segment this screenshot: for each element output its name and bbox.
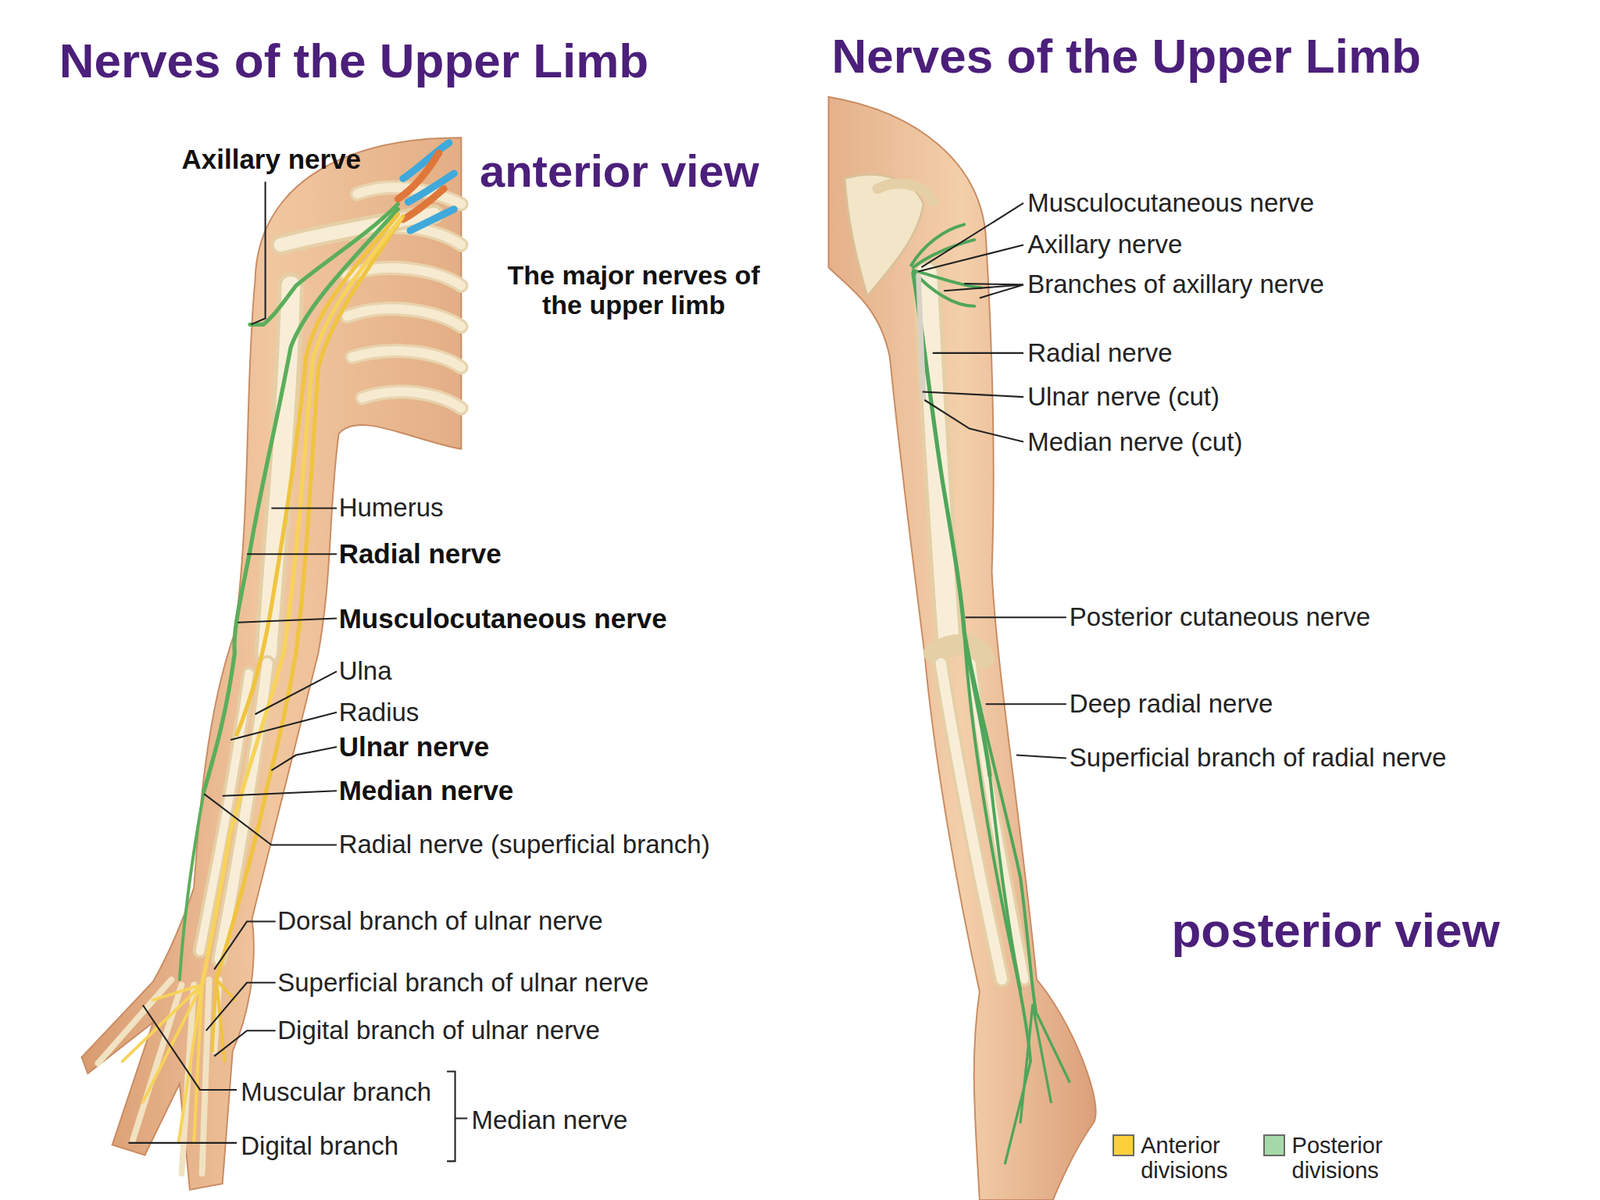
nerve-label: Superficial branch of radial nerve (1069, 743, 1447, 773)
anterior-nerves-part (216, 216, 404, 980)
posterior-nerves-part (918, 275, 925, 399)
page-title: Nerves of the Upper Limb (59, 34, 649, 89)
anterior-nerves-part (179, 790, 204, 980)
nerve-label: Digital branch of ulnar nerve (277, 1016, 600, 1046)
nerve-label: Ulnar nerve (339, 731, 490, 762)
bone-label: Ulna (339, 657, 393, 686)
anterior-bones-part-part (346, 308, 461, 327)
anterior-leader-lines-part (246, 553, 337, 555)
plexus-roots (397, 142, 454, 231)
view-title: Nerves of the Upper Limb (831, 28, 1421, 83)
nerve-label: Radial nerve (superficial branch) (339, 830, 711, 860)
nerve-label: Digital branch (240, 1131, 399, 1161)
legend-swatch (1112, 1134, 1135, 1157)
posterior-bones (844, 175, 1025, 980)
posterior-leader-lines-part (985, 703, 1067, 705)
nerve-label: Posterior cutaneous nerve (1069, 603, 1371, 633)
nerve-label: Axillary nerve (181, 143, 361, 175)
posterior-bones-part (844, 175, 924, 297)
anterior-leader-lines-part (271, 746, 337, 771)
anterior-leader-lines-part (222, 790, 337, 797)
anterior-bones-part-part (352, 350, 462, 368)
nerve-label: Superficial branch of ulnar nerve (277, 967, 649, 997)
nerve-label: Ulnar nerve (cut) (1027, 382, 1220, 412)
posterior-nerves-part (913, 270, 983, 288)
nerve-label: Deep radial nerve (1069, 689, 1274, 719)
bracket-label: Median nerve (471, 1106, 628, 1136)
posterior-nerves-part (989, 775, 1021, 990)
bone-label: Humerus (339, 493, 444, 523)
nerve-label: Branches of axillary nerve (1027, 270, 1325, 300)
caption-note: The major nerves of the upper limb (485, 260, 783, 320)
nerve-label: Dorsal branch of ulnar nerve (277, 907, 603, 936)
posterior-arm-skin (828, 96, 1097, 1200)
posterior-leader-lines-part (1016, 755, 1067, 759)
anterior-bones-part-part (202, 979, 210, 1174)
anterior-leader-lines-part (206, 982, 276, 1031)
anterior-nerves-part (202, 218, 402, 986)
legend-text: Anterior divisions (1140, 1132, 1255, 1184)
bone-label: Radius (339, 697, 420, 727)
nerve-label: Axillary nerve (1027, 230, 1183, 260)
anterior-leader-lines-part (128, 1142, 237, 1144)
anterior-leader-lines-part (230, 712, 337, 740)
nerve-label: Median nerve (cut) (1027, 427, 1243, 457)
nerve-label: Radial nerve (339, 539, 502, 570)
anterior-bones-part-part (362, 391, 462, 408)
anterior-bones-part (97, 979, 219, 1174)
posterior-leader-lines-part (924, 400, 1024, 443)
anterior-leader-lines-part (142, 1005, 237, 1090)
anterior-bones-part-part (132, 984, 183, 1141)
nerve-label: Musculocutaneous nerve (339, 603, 668, 634)
anterior-nerves-part (122, 984, 203, 1143)
posterior-leader-lines-part (922, 392, 1024, 398)
posterior-leader-lines-part (932, 352, 1024, 354)
plexus-roots-part (403, 189, 444, 220)
nerve-label: Musculocutaneous nerve (1027, 188, 1315, 218)
plexus-roots-part (397, 153, 439, 200)
posterior-bones-part (877, 183, 934, 203)
view-subtitle: anterior view (479, 146, 760, 197)
posterior-leader-lines-part (943, 283, 1024, 298)
posterior-leader-lines-part (918, 244, 1025, 272)
anterior-leader-lines-part (214, 1030, 275, 1057)
anterior-nerves-part (250, 203, 398, 325)
nerve-label: Radial nerve (1027, 338, 1172, 368)
posterior-arm-skin-part (828, 96, 1097, 1200)
anterior-leader-lines-part (271, 507, 337, 509)
anterior-leader-lines-part (203, 793, 337, 845)
posterior-nerves-part (964, 632, 1031, 1062)
anterior-nerves-part (236, 214, 398, 735)
nerve-label: Median nerve (339, 775, 515, 807)
anterior-leader-lines-part (255, 671, 337, 715)
posterior-nerves-part (964, 632, 1036, 1011)
view-title: posterior view (1171, 903, 1500, 958)
anterior-leader-lines-part (446, 1071, 468, 1161)
anterior-bones-part-part (346, 308, 461, 327)
legend-swatch (1263, 1134, 1286, 1157)
posterior-leader-lines-part (965, 616, 1067, 618)
anterior-leader-lines-part (214, 921, 275, 969)
anterior-bones-part-part (352, 350, 462, 368)
posterior-nerves-part (1005, 1005, 1070, 1164)
anterior-nerves (122, 203, 404, 1143)
anterior-leader-lines-part (250, 181, 265, 325)
anterior-bones-part-part (362, 391, 462, 408)
anterior-leader-lines (128, 181, 468, 1161)
anterior-leader-lines-part (237, 618, 337, 623)
legend-text: Posterior divisions (1292, 1132, 1407, 1184)
nerve-label: Muscular branch (240, 1077, 432, 1107)
